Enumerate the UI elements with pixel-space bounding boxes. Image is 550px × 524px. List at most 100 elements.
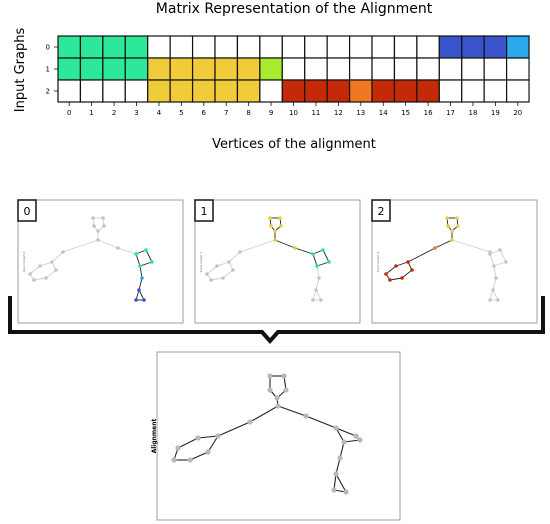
matrix-cell (79, 35, 104, 59)
matrix-cell (461, 57, 485, 81)
col-tick-label: 7 (224, 109, 228, 117)
matrix-cell (461, 35, 485, 59)
graph-node (456, 224, 460, 228)
graph-node (281, 373, 287, 379)
matrix-cell (191, 57, 216, 81)
graph-node (50, 260, 54, 264)
graph-edge (139, 265, 143, 279)
graph-edge (277, 405, 307, 417)
graph-node (227, 260, 231, 264)
matrix-cell (281, 57, 306, 81)
matrix-y-label: Input Graphs (13, 28, 28, 113)
graph-node (175, 445, 181, 451)
graph-edge (249, 405, 279, 423)
col-tick-label: 10 (289, 109, 298, 117)
graph-node (231, 268, 235, 272)
graph-node (275, 403, 281, 409)
matrix-cell (102, 57, 126, 81)
graph-node (494, 276, 498, 280)
alignment-side-label: Alignment (151, 418, 158, 453)
graph-node (54, 268, 58, 272)
matrix-cell (169, 35, 194, 59)
col-tick-label: 6 (202, 109, 207, 117)
panel-label: 0 (24, 205, 31, 218)
col-tick-label: 4 (157, 109, 162, 117)
matrix-cell (371, 79, 396, 103)
matrix-cell (393, 79, 418, 103)
graph-edge (389, 277, 403, 281)
panel-label: 2 (378, 205, 385, 218)
matrix-x-label: Vertices of the alignment (212, 137, 376, 152)
col-tick-label: 3 (134, 109, 138, 117)
matrix-cell (191, 35, 216, 59)
graph-node (140, 276, 144, 280)
matrix-cell (416, 35, 440, 59)
graph-edge (274, 239, 296, 249)
graph-edge (434, 239, 453, 249)
graph-edge (493, 261, 507, 267)
col-tick-label: 9 (269, 109, 273, 117)
col-tick-label: 17 (446, 109, 455, 117)
graph-node (92, 224, 96, 228)
matrix-cell (348, 79, 373, 103)
matrix-cell (259, 35, 283, 59)
graph-node (134, 298, 138, 302)
graph-node (353, 433, 359, 439)
graph-edge (216, 261, 230, 267)
matrix-cell (326, 57, 351, 81)
matrix-title: Matrix Representation of the Alignment (156, 1, 433, 17)
matrix-cell (259, 79, 283, 103)
matrix-cell (124, 35, 149, 59)
matrix-cell (57, 79, 82, 103)
col-tick-label: 13 (356, 109, 365, 117)
graph-edge (335, 427, 345, 443)
matrix-cell (147, 35, 171, 59)
graph-edge (493, 265, 497, 279)
graph-edge (207, 435, 219, 453)
matrix-cell (483, 79, 508, 103)
graph-edge (343, 439, 361, 443)
graph-edge (316, 265, 320, 279)
graph-node (311, 252, 315, 256)
graph-node (150, 260, 154, 264)
matrix-cell (438, 79, 463, 103)
graph-edge (312, 253, 318, 267)
row-tick-label: 2 (46, 88, 50, 96)
graph-node (293, 246, 297, 250)
matrix-cell (371, 57, 396, 81)
graph-node (504, 260, 508, 264)
graph-node (137, 288, 141, 292)
matrix-cell (416, 57, 440, 81)
matrix-cell (191, 79, 216, 103)
panel-label: 1 (201, 205, 208, 218)
graph-node (215, 433, 221, 439)
graph-edge (177, 437, 199, 449)
graph-edge (117, 247, 137, 255)
graph-node (61, 250, 65, 254)
alignment-panel: Alignment (151, 351, 401, 521)
col-tick-label: 14 (379, 109, 388, 117)
graph-edge (305, 415, 337, 429)
graph-node (319, 298, 323, 302)
matrix-cell (304, 79, 328, 103)
alignment-graph (171, 373, 363, 495)
input-graph-0 (28, 216, 154, 302)
graph-edge (407, 247, 436, 263)
graph-node (221, 276, 225, 280)
col-tick-label: 11 (311, 109, 320, 117)
matrix-cell (326, 79, 351, 103)
graph-node (311, 298, 315, 302)
graph-edge (228, 251, 241, 263)
graph-node (488, 252, 492, 256)
panel-side-label: Input Graph 1 (199, 252, 203, 273)
graph-node (331, 487, 337, 493)
matrix-cell (169, 57, 194, 81)
graph-edge (135, 253, 141, 267)
matrix-cell (304, 57, 328, 81)
graph-node (433, 246, 437, 250)
graph-edge (39, 261, 53, 267)
graph-edge (401, 269, 413, 279)
col-tick-label: 1 (89, 109, 93, 117)
graph-edge (492, 277, 497, 291)
col-tick-label: 0 (67, 109, 71, 117)
